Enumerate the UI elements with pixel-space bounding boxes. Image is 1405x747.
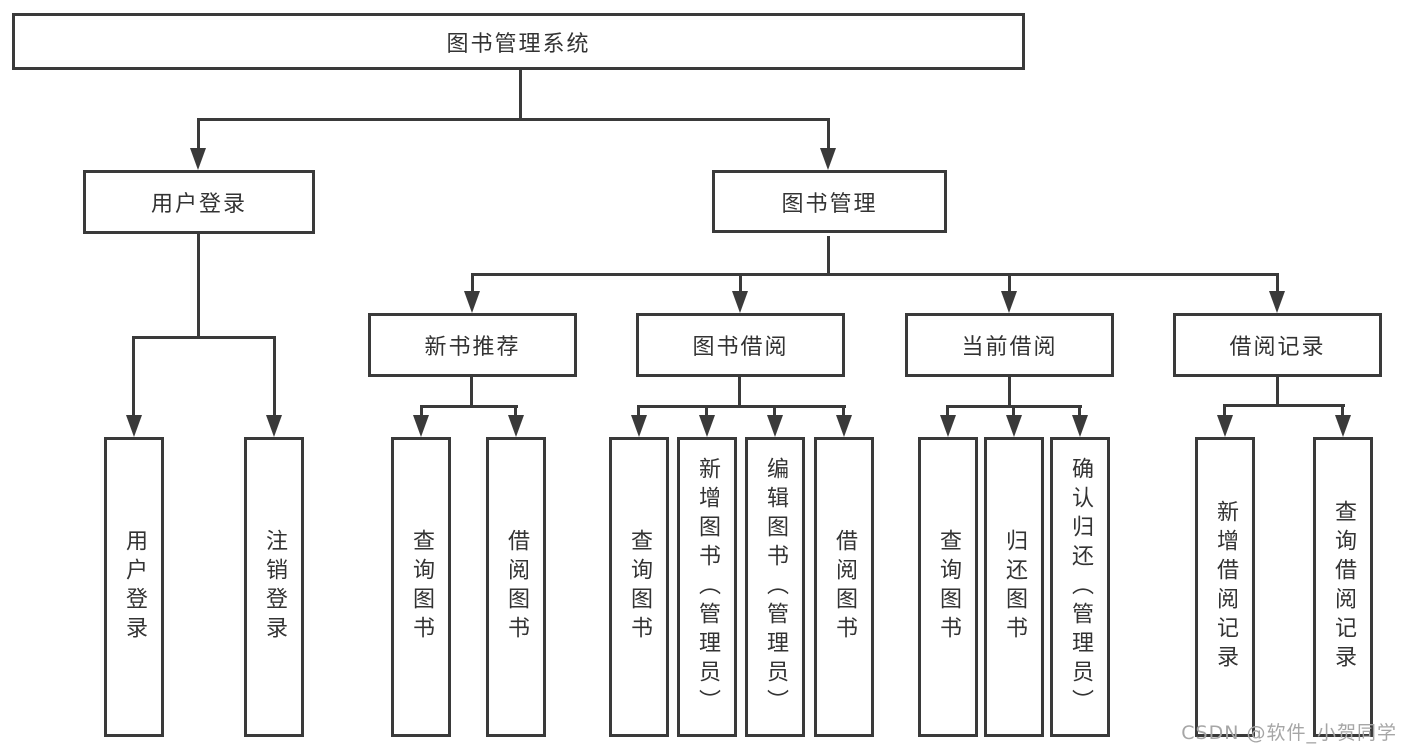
connector-segment [197, 118, 830, 121]
arrowhead-down [940, 415, 956, 437]
arrowhead-down [732, 291, 748, 313]
arrowhead-down [1269, 291, 1285, 313]
node-book-management: 图书管理 [712, 170, 947, 233]
arrowhead-down [266, 415, 282, 437]
leaf-add-borrow-record: 新增借阅记录 [1195, 437, 1255, 737]
leaf-label: 用户登录 [122, 529, 147, 645]
connector-segment [637, 405, 640, 417]
leaf-query-books-borrow: 查询图书 [609, 437, 669, 737]
connector-segment [1276, 376, 1279, 405]
leaf-label: 确认归还（管理员） [1068, 456, 1093, 718]
connector-segment [1008, 273, 1011, 293]
arrowhead-down [836, 415, 852, 437]
arrowhead-down [1006, 415, 1022, 437]
leaf-label: 新增借阅记录 [1213, 500, 1238, 674]
connector-segment [420, 405, 518, 408]
arrowhead-down [413, 415, 429, 437]
connector-segment [471, 273, 1279, 276]
connector-segment [132, 336, 135, 416]
connector-segment [827, 118, 830, 150]
arrowhead-down [126, 415, 142, 437]
arrowhead-down [699, 415, 715, 437]
leaf-label: 查询借阅记录 [1331, 500, 1356, 674]
connector-segment [197, 234, 200, 336]
connector-segment [519, 70, 522, 118]
connector-segment [773, 405, 776, 417]
leaf-query-books-current: 查询图书 [918, 437, 978, 737]
arrowhead-down [508, 415, 524, 437]
arrowhead-down [1001, 291, 1017, 313]
leaf-label: 借阅图书 [832, 529, 857, 645]
arrowhead-down [1072, 415, 1088, 437]
connector-segment [1276, 273, 1279, 293]
connector-segment [842, 405, 845, 417]
connector-segment [132, 336, 276, 339]
node-current-borrow: 当前借阅 [905, 313, 1114, 377]
connector-segment [1341, 404, 1344, 417]
leaf-confirm-return-admin: 确认归还（管理员） [1050, 437, 1110, 737]
leaf-label: 归还图书 [1002, 529, 1027, 645]
leaf-query-borrow-record: 查询借阅记录 [1313, 437, 1373, 737]
connector-segment [1012, 405, 1015, 417]
arrowhead-down [1217, 415, 1233, 437]
leaf-logout: 注销登录 [244, 437, 304, 737]
connector-segment [946, 405, 949, 417]
arrowhead-down [464, 291, 480, 313]
node-user-login: 用户登录 [83, 170, 315, 234]
node-borrow-records: 借阅记录 [1173, 313, 1382, 377]
connector-segment [705, 405, 708, 417]
connector-segment [827, 236, 830, 273]
node-library-system: 图书管理系统 [12, 13, 1025, 70]
arrowhead-down [1335, 415, 1351, 437]
connector-segment [1008, 377, 1011, 405]
leaf-label: 借阅图书 [504, 529, 529, 645]
leaf-edit-book-admin: 编辑图书（管理员） [745, 437, 805, 737]
leaf-borrow-books-borrow: 借阅图书 [814, 437, 874, 737]
arrowhead-down [767, 415, 783, 437]
arrowhead-down [190, 148, 206, 170]
csdn-watermark: CSDN @软件_小贺同学 [1181, 722, 1397, 744]
leaf-query-books-recommend: 查询图书 [391, 437, 451, 737]
connector-segment [273, 336, 276, 416]
leaf-label: 查询图书 [409, 529, 434, 645]
connector-segment [471, 273, 474, 293]
leaf-label: 查询图书 [627, 529, 652, 645]
leaf-label: 新增图书（管理员） [695, 456, 720, 718]
connector-segment [1223, 404, 1226, 417]
connector-segment [739, 273, 742, 293]
leaf-add-book-admin: 新增图书（管理员） [677, 437, 737, 737]
node-book-borrow: 图书借阅 [636, 313, 845, 377]
node-new-book-recommend: 新书推荐 [368, 313, 577, 377]
arrowhead-down [820, 148, 836, 170]
arrowhead-down [631, 415, 647, 437]
leaf-return-book: 归还图书 [984, 437, 1044, 737]
leaf-label: 编辑图书（管理员） [763, 456, 788, 718]
leaf-label: 查询图书 [936, 529, 961, 645]
connector-segment [420, 405, 423, 417]
connector-segment [514, 405, 517, 417]
leaf-user-login: 用户登录 [104, 437, 164, 737]
connector-segment [470, 377, 473, 405]
leaf-borrow-books-recommend: 借阅图书 [486, 437, 546, 737]
connector-segment [1078, 405, 1081, 417]
connector-segment [1223, 404, 1345, 407]
connector-segment [637, 405, 846, 408]
connector-segment [197, 118, 200, 150]
connector-segment [738, 377, 741, 405]
leaf-label: 注销登录 [262, 529, 287, 645]
